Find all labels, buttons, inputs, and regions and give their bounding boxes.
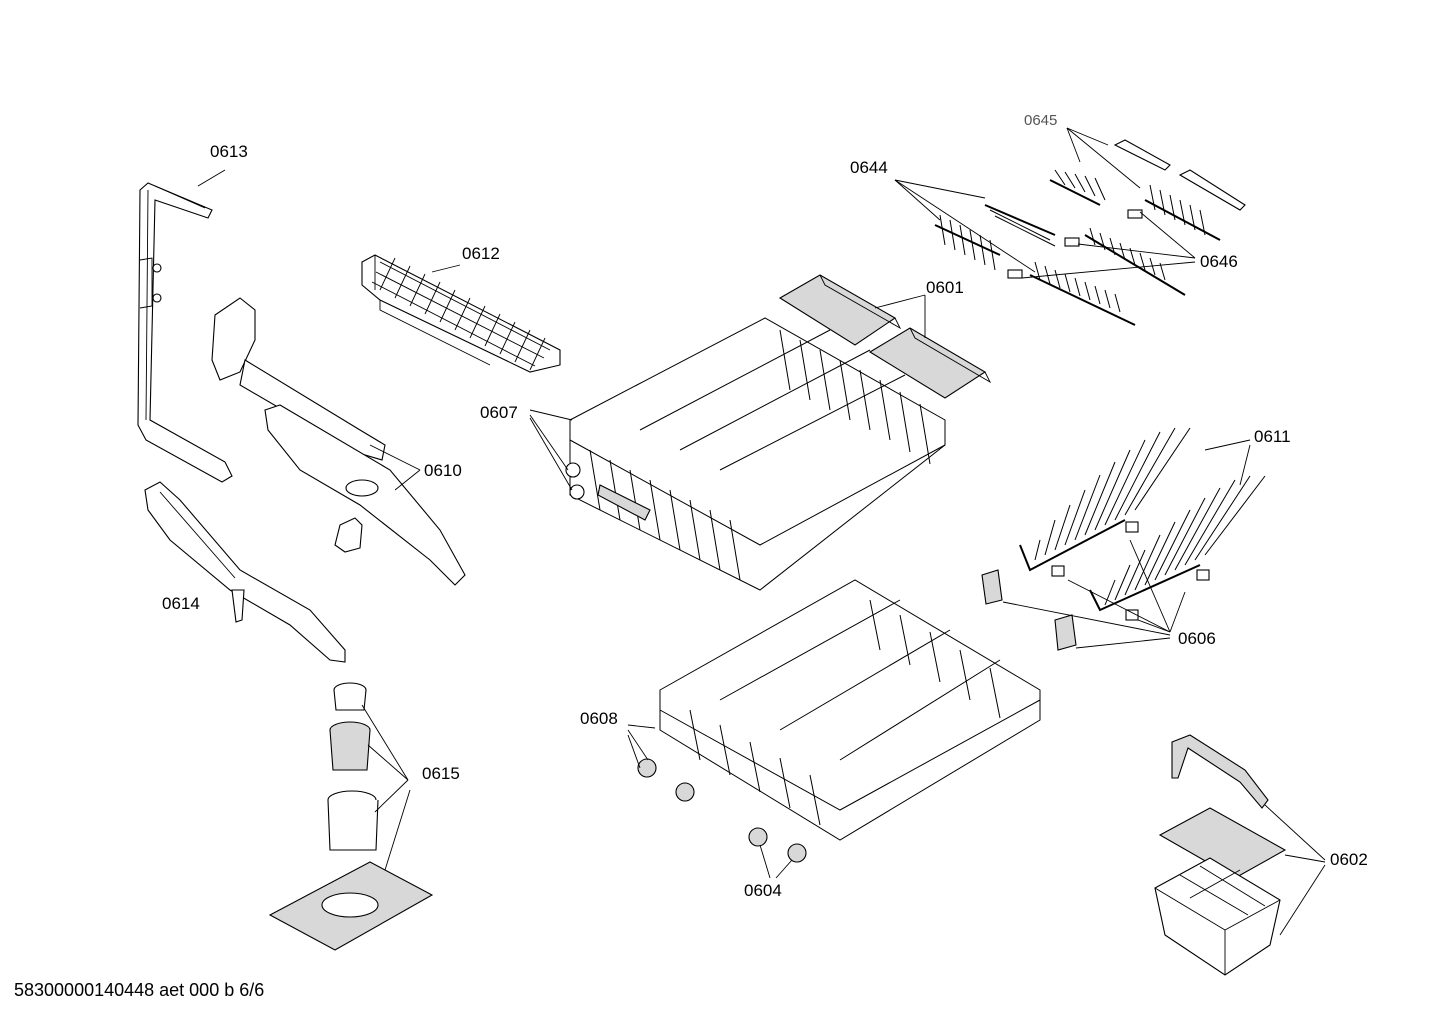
part-0607-upper-basket <box>565 317 946 591</box>
label-0604: 0604 <box>744 881 782 900</box>
part-0601-cup-shelves <box>778 274 992 399</box>
label-0611: 0611 <box>1254 427 1291 446</box>
part-0608-lower-basket <box>659 579 1041 841</box>
part-0644-rack-inserts <box>934 204 1186 326</box>
label-0614: 0614 <box>162 594 200 613</box>
label-0645: 0645 <box>1024 112 1058 129</box>
leader-lines <box>197 127 1326 936</box>
label-0615: 0615 <box>422 764 460 783</box>
label-0646: 0646 <box>1200 252 1238 271</box>
part-0615-filter-set <box>268 682 434 951</box>
label-0644: 0644 <box>850 158 888 177</box>
drawing-reference-number: 58300000140448 aet 000 b 6/6 <box>14 980 265 1000</box>
part-0614-lower-spray-arm <box>144 481 346 663</box>
part-0604-wheels <box>637 758 807 863</box>
label-0610: 0610 <box>424 461 462 480</box>
part-0613-spray-pipe <box>137 182 233 483</box>
label-0601: 0601 <box>926 278 964 297</box>
part-0612-cutlery-tray <box>361 254 561 373</box>
label-0612: 0612 <box>462 244 500 263</box>
label-0613: 0613 <box>210 142 248 161</box>
part-0602-cutlery-basket <box>1154 734 1287 976</box>
label-0606: 0606 <box>1178 629 1216 648</box>
part-0610-upper-spray-arm <box>211 297 466 586</box>
part-0611-tine-racks <box>1019 427 1266 612</box>
label-0607: 0607 <box>480 403 518 422</box>
part-0645-cup-racks <box>1049 139 1246 241</box>
label-0608: 0608 <box>580 709 618 728</box>
part-0606-rack-clips <box>981 521 1210 651</box>
label-0602: 0602 <box>1330 850 1368 869</box>
